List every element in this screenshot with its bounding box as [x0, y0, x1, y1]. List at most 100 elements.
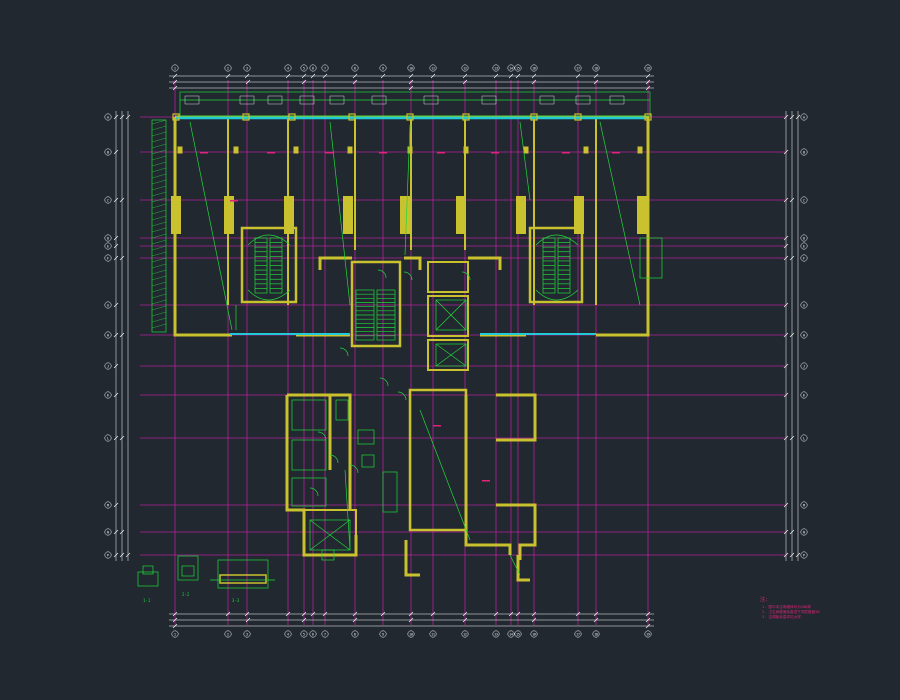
dimension-tick — [789, 255, 795, 261]
grid-bubble-left — [104, 362, 112, 370]
grid-bubble-top-label: 12 — [463, 66, 467, 70]
grid-bubble-left-label: G — [107, 303, 109, 307]
grid-bubble-bottom-label: 3 — [246, 632, 248, 636]
door-swing — [403, 271, 413, 281]
dimension-tick — [645, 623, 651, 629]
grid-bubble-top — [284, 64, 292, 72]
grid-bubble-top — [309, 64, 317, 72]
hatch-line — [151, 185, 167, 191]
dimension-tick — [380, 73, 386, 79]
partition-line — [599, 121, 641, 306]
wall-stub — [523, 146, 529, 154]
dimension-tick — [645, 617, 651, 623]
hatch-line — [151, 311, 167, 317]
fixture-cross — [309, 519, 351, 551]
dimension-tick — [783, 235, 789, 241]
grid-bubble-top-label: 18 — [594, 66, 598, 70]
dimension-tick — [593, 73, 599, 79]
balcony-outline — [179, 91, 651, 117]
grid-bubble-top-label: 9 — [382, 66, 384, 70]
grid-bubble-top-label: 5 — [303, 66, 305, 70]
dimension-tick — [789, 197, 795, 203]
room-tag — [230, 200, 238, 202]
dimension-tick — [225, 73, 231, 79]
grid-bubble-right — [800, 391, 808, 399]
grid-bubble-bottom — [351, 630, 359, 638]
hatch-line — [151, 269, 167, 275]
wall-pier — [637, 196, 647, 234]
dimension-tick — [244, 611, 250, 617]
wall-pier — [171, 196, 181, 234]
hatch-line — [151, 263, 167, 269]
hatch-line — [151, 233, 167, 239]
grid-bubble-right — [800, 242, 808, 250]
grid-bubble-left — [104, 242, 112, 250]
grid-bubble-bottom-label: 15 — [516, 632, 520, 636]
grid-bubble-bottom — [407, 630, 415, 638]
dimension-tick — [125, 552, 131, 558]
grid-bubble-left-label: M — [107, 503, 109, 507]
dimension-tick — [531, 73, 537, 79]
lift-car — [435, 299, 467, 331]
dimension-tick — [322, 73, 328, 79]
grid-bubble-right-label: G — [803, 303, 805, 307]
lift-shaft — [427, 261, 469, 293]
grid-bubble-top-label: 4 — [287, 66, 289, 70]
grid-bubble-bottom — [379, 630, 387, 638]
fixture-outline — [361, 454, 375, 468]
grid-bubble-bottom — [574, 630, 582, 638]
dimension-tick — [301, 617, 307, 623]
door-swing — [461, 271, 471, 281]
hatch-line — [151, 293, 167, 299]
grid-bubble-top-label: 10 — [409, 66, 413, 70]
detail-title-b: 2-2 — [182, 592, 190, 597]
column-marker — [530, 113, 538, 121]
dimension-tick — [408, 617, 414, 623]
door-swing — [317, 431, 327, 441]
grid-bubble-left — [104, 551, 112, 559]
grid-bubble-bottom — [429, 630, 437, 638]
grid-bubble-right — [800, 551, 808, 559]
detail-title-a: 1-1 — [143, 598, 151, 603]
grid-bubble-left — [104, 234, 112, 242]
stair-core-left — [240, 226, 298, 304]
tag-box — [423, 95, 439, 105]
column-marker — [288, 113, 296, 121]
wall-segment — [404, 540, 420, 577]
grid-bubble-top — [592, 64, 600, 72]
room-tag — [325, 152, 333, 154]
grid-bubble-bottom-label: 10 — [409, 632, 413, 636]
partition-line — [519, 121, 531, 201]
grid-bubble-bottom-label: 16 — [532, 632, 536, 636]
dimension-tick — [789, 552, 795, 558]
partition-line — [404, 124, 411, 256]
grid-bubble-bottom — [507, 630, 515, 638]
lift-shaft — [427, 295, 469, 337]
dimension-tick — [119, 332, 125, 338]
dimension-tick — [172, 73, 178, 79]
grid-bubble-bottom-label: 4 — [287, 632, 289, 636]
dimension-tick — [783, 302, 789, 308]
hatch-line — [151, 143, 167, 149]
fixture-outline — [335, 399, 349, 421]
hatch-line — [151, 209, 167, 215]
partition-line — [329, 121, 351, 306]
dimension-lines-layer — [113, 73, 801, 629]
wall-stub — [293, 146, 299, 154]
dimension-tick — [531, 79, 537, 85]
grid-bubble-top — [530, 64, 538, 72]
hatch-line — [151, 215, 167, 221]
detail-a-outline — [137, 571, 159, 587]
dimension-tick — [645, 611, 651, 617]
hatch-line — [151, 149, 167, 155]
grid-bubble-left — [104, 196, 112, 204]
dimension-tick — [285, 73, 291, 79]
stair-curve — [247, 234, 291, 246]
dimension-tick — [508, 73, 514, 79]
grid-bubble-left-label: F — [107, 256, 109, 260]
detail-b-outline — [177, 555, 199, 581]
fixture-outline — [321, 549, 335, 561]
dimension-tick — [783, 502, 789, 508]
